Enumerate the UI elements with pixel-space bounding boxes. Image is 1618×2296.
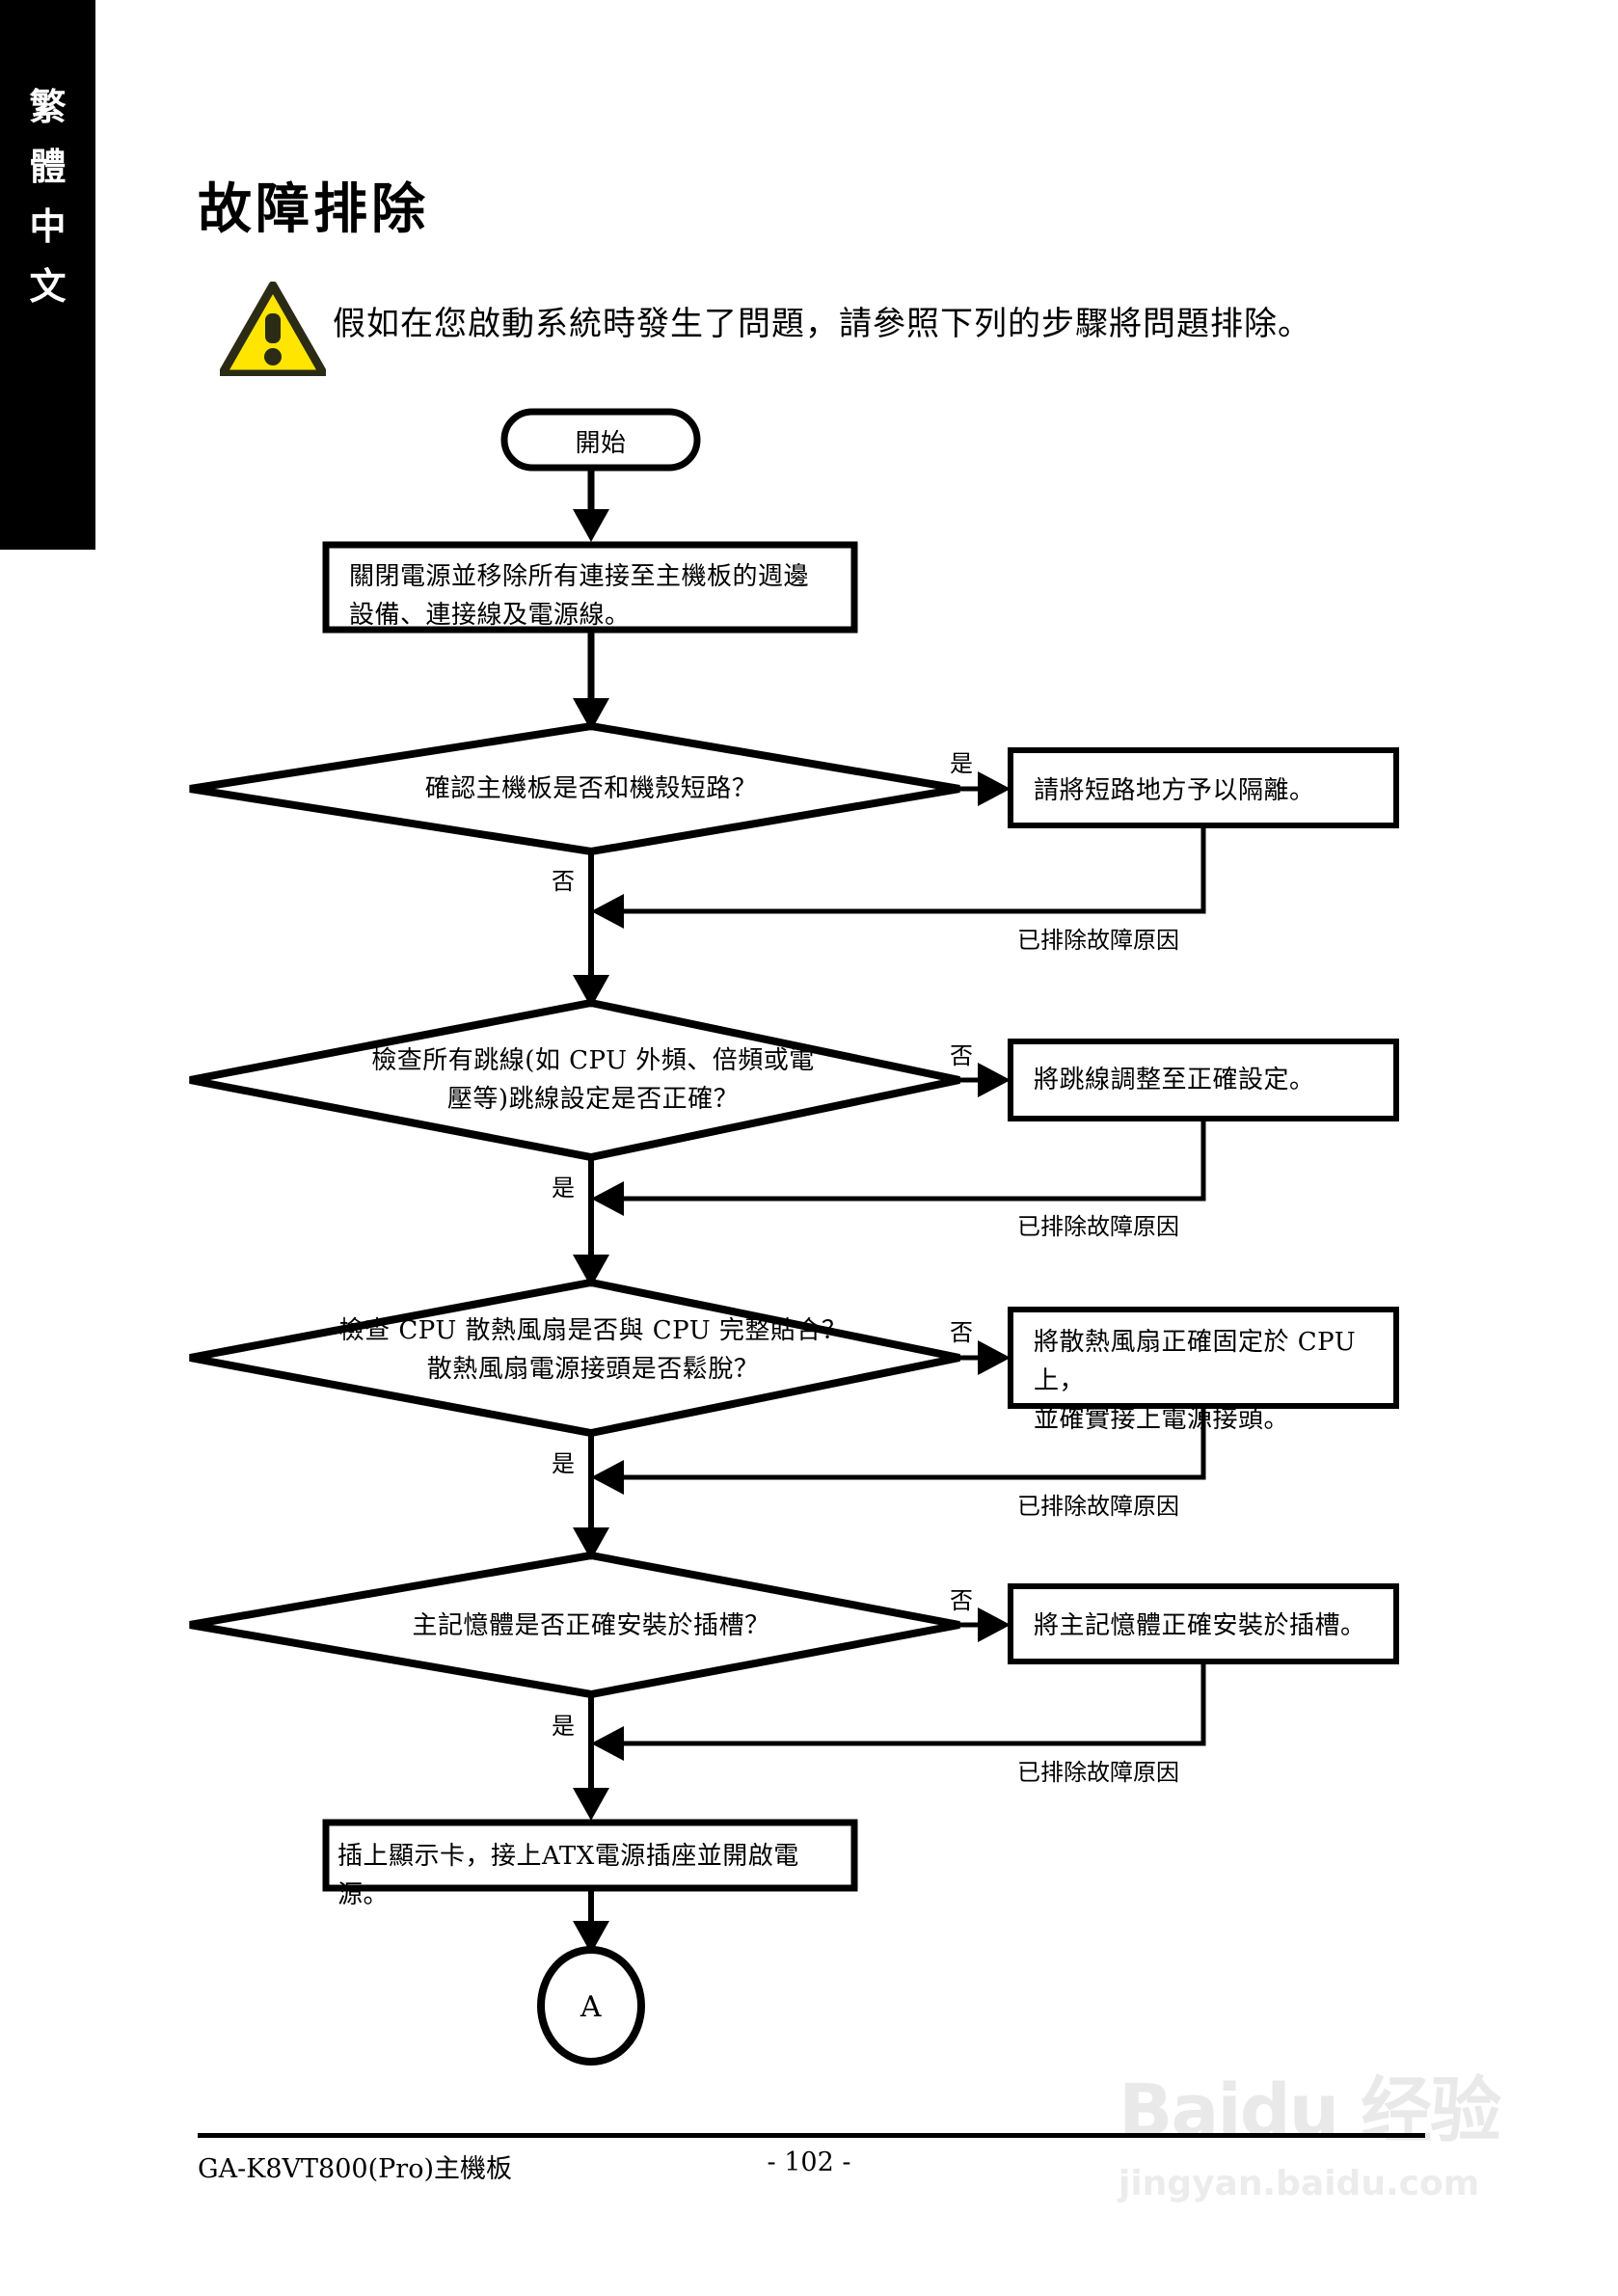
edge-label-d1-no: 否	[552, 868, 575, 895]
arrow-d1-to-d2	[573, 975, 609, 1008]
action-1-label: 請將短路地方予以隔離。	[1034, 776, 1315, 805]
sidebar-vertical-label: 繁 體 中 文	[0, 77, 95, 316]
process-final-label: 插上顯示卡，接上ATX電源插座並開啟電源。	[337, 1842, 799, 1909]
troubleshooting-flowchart	[189, 408, 1399, 2066]
footer-model-name: GA-K8VT800(Pro)主機板	[198, 2154, 512, 2184]
sidebar-char-1: 體	[29, 145, 67, 188]
sidebar-char-2: 中	[29, 204, 67, 248]
action-2-label: 將跳線調整至正確設定。	[1034, 1066, 1315, 1094]
baidu-watermark: Baidu 经验 jingyan.baidu.com	[1119, 2073, 1501, 2203]
footer-divider	[198, 2133, 1425, 2138]
arrow-d1-to-action	[978, 771, 1011, 806]
start-node-label: 開始	[575, 429, 627, 458]
connector-label-a: A	[580, 1990, 603, 2024]
warning-triangle-icon	[220, 282, 326, 376]
sidebar-char-0: 繁	[29, 85, 67, 128]
arrow-action3-return	[591, 1460, 624, 1495]
action-3-label: 將散熱風扇正確固定於 CPU 上， 並確實接上電源接頭。	[1034, 1328, 1357, 1434]
edge-label-d2-no: 否	[950, 1042, 973, 1069]
edge-label-d2-yes: 是	[552, 1175, 575, 1202]
arrow-d4-to-final	[573, 1788, 609, 1821]
return-label-1: 已排除故障原因	[1017, 927, 1179, 954]
return-label-2: 已排除故障原因	[1017, 1213, 1179, 1240]
arrow-d4-to-action	[978, 1607, 1011, 1642]
arrow-d3-to-action	[978, 1340, 1011, 1375]
arrow-start-to-prep	[573, 509, 609, 542]
decision-3-label: 檢查 CPU 散熱風扇是否與 CPU 完整貼合？ 散熱風扇電源接頭是否鬆脫？	[338, 1316, 848, 1384]
watermark-sub-text: jingyan.baidu.com	[1119, 2164, 1480, 2203]
page-title: 故障排除	[198, 177, 429, 241]
decision-2-label: 檢查所有跳線(如 CPU 外頻、倍頻或電 壓等)跳線設定是否正確？	[371, 1046, 815, 1114]
edge-label-d3-no: 否	[950, 1319, 973, 1346]
decision-4-label: 主記憶體是否正確安裝於插槽？	[412, 1611, 770, 1640]
footer-page-number: - 102 -	[767, 2147, 851, 2177]
return-label-4: 已排除故障原因	[1017, 1759, 1179, 1786]
arrow-d3-to-d4	[573, 1527, 609, 1560]
arrow-final-to-connector	[573, 1921, 609, 1954]
arrow-action2-return	[591, 1181, 624, 1216]
arrow-d2-to-d3	[573, 1255, 609, 1287]
edge-label-d4-yes: 是	[552, 1713, 575, 1740]
sidebar-char-3: 文	[29, 264, 67, 308]
action-4-label: 將主記憶體正確安裝於插槽。	[1034, 1611, 1366, 1640]
arrow-action1-return	[591, 894, 624, 929]
warning-text: 假如在您啟動系統時發生了問題，請參照下列的步驟將問題排除。	[333, 305, 1311, 343]
language-tab-sidebar: 繁 體 中 文	[0, 0, 95, 550]
decision-1-label: 確認主機板是否和機殼短路？	[424, 774, 758, 803]
arrow-prep-to-d1	[573, 698, 609, 731]
arrow-action4-return	[591, 1726, 624, 1761]
edge-label-d4-no: 否	[950, 1587, 973, 1614]
arrow-d2-to-action	[978, 1063, 1011, 1097]
start-node-shape	[500, 408, 701, 472]
return-label-3: 已排除故障原因	[1017, 1493, 1179, 1520]
edge-label-d3-yes: 是	[552, 1450, 575, 1477]
process-prep-label: 關閉電源並移除所有連接至主機板的週邊 設備、連接線及電源線。	[349, 562, 810, 630]
edge-label-d1-yes: 是	[950, 750, 973, 777]
